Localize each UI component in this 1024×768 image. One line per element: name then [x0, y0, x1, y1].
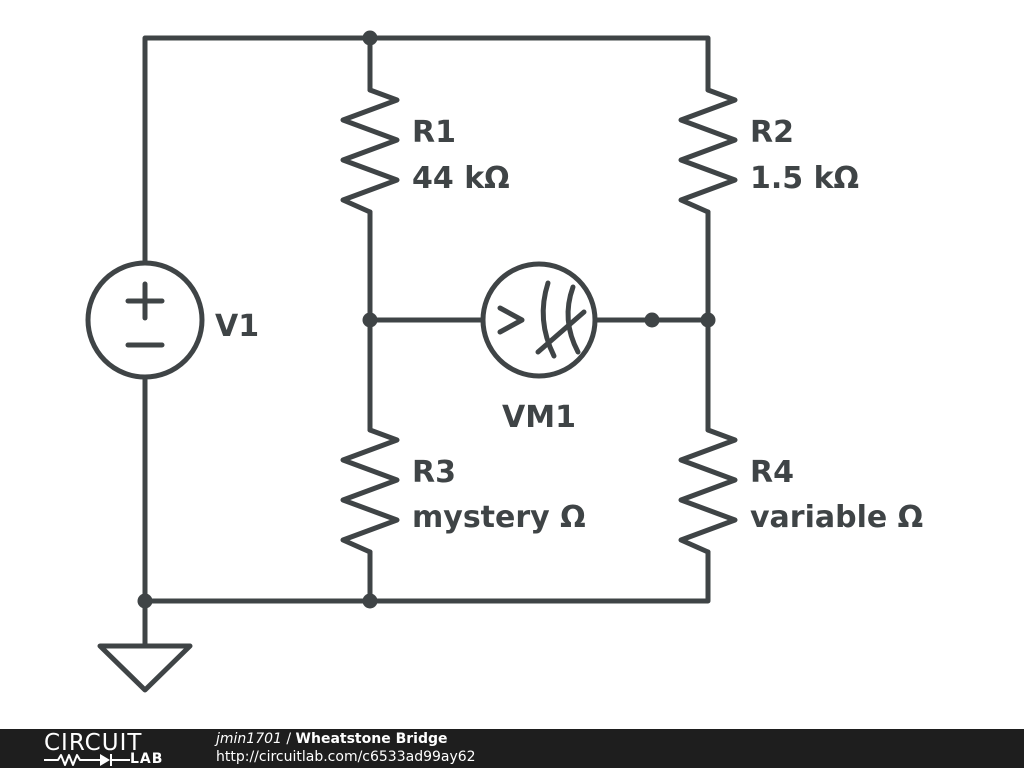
footer-bar: CIRCUIT LAB jmin1701 / Wheatstone Bridge… — [0, 729, 1024, 768]
junction-mid-right-b — [700, 312, 716, 328]
voltmeter-vm1[interactable]: VM1 — [480, 261, 598, 435]
wire-top-left — [142, 35, 373, 266]
r2-value: 1.5 kΩ — [750, 161, 859, 196]
circuit-credit: jmin1701 / Wheatstone Bridge — [216, 730, 447, 748]
resistor-r4[interactable]: R4 variable Ω — [678, 427, 923, 555]
vm1-needle — [535, 309, 587, 355]
resistor-r2[interactable]: R2 1.5 kΩ — [678, 87, 859, 215]
logo-lab-text: LAB — [130, 751, 164, 767]
junction-mid-left — [362, 312, 378, 328]
ground-triangle-icon — [97, 643, 193, 693]
vm1-label: VM1 — [502, 400, 576, 435]
resistor-r1[interactable]: R1 44 kΩ — [340, 87, 510, 215]
junction-bottom-mid — [362, 593, 378, 609]
junctions — [137, 30, 716, 609]
ground-symbol[interactable] — [97, 643, 193, 693]
credit-separator: / — [281, 731, 296, 747]
junction-bottom-left — [137, 593, 153, 609]
r2-label: R2 — [750, 115, 794, 150]
vm1-body — [480, 261, 598, 379]
r1-label: R1 — [412, 115, 456, 150]
vm1-arc-1 — [540, 280, 557, 359]
r2-zigzag — [678, 87, 738, 215]
resistor-r3[interactable]: R3 mystery Ω — [340, 427, 586, 555]
logo-wordmark: CIRCUIT — [44, 730, 143, 756]
r3-value: mystery Ω — [412, 500, 586, 535]
vm1-arc-2 — [565, 284, 581, 355]
wire-top-right — [367, 35, 711, 93]
r1-value: 44 kΩ — [412, 161, 510, 196]
logo-bottom-row: LAB — [44, 751, 184, 767]
r4-label: R4 — [750, 455, 794, 490]
vm1-arrow-icon — [497, 305, 525, 335]
v1-body — [85, 260, 205, 380]
voltage-source-v1[interactable]: V1 — [85, 260, 259, 380]
r4-value: variable Ω — [750, 500, 923, 535]
junction-mid-right-a — [644, 312, 660, 328]
r4-zigzag — [678, 427, 738, 555]
circuitlab-logo[interactable]: CIRCUIT LAB — [44, 731, 184, 767]
circuit-url-link[interactable]: http://circuitlab.com/c6533ad99ay62 — [216, 749, 476, 765]
wire-r4-bottom — [142, 549, 711, 604]
logo-resistor-diode-icon — [44, 754, 130, 766]
v1-label: V1 — [215, 309, 259, 344]
r1-zigzag — [340, 87, 400, 215]
circuit-title[interactable]: Wheatstone Bridge — [295, 731, 448, 747]
junction-top — [362, 30, 378, 46]
author-link[interactable]: jmin1701 — [216, 731, 282, 747]
r3-zigzag — [340, 427, 400, 555]
r3-label: R3 — [412, 455, 456, 490]
